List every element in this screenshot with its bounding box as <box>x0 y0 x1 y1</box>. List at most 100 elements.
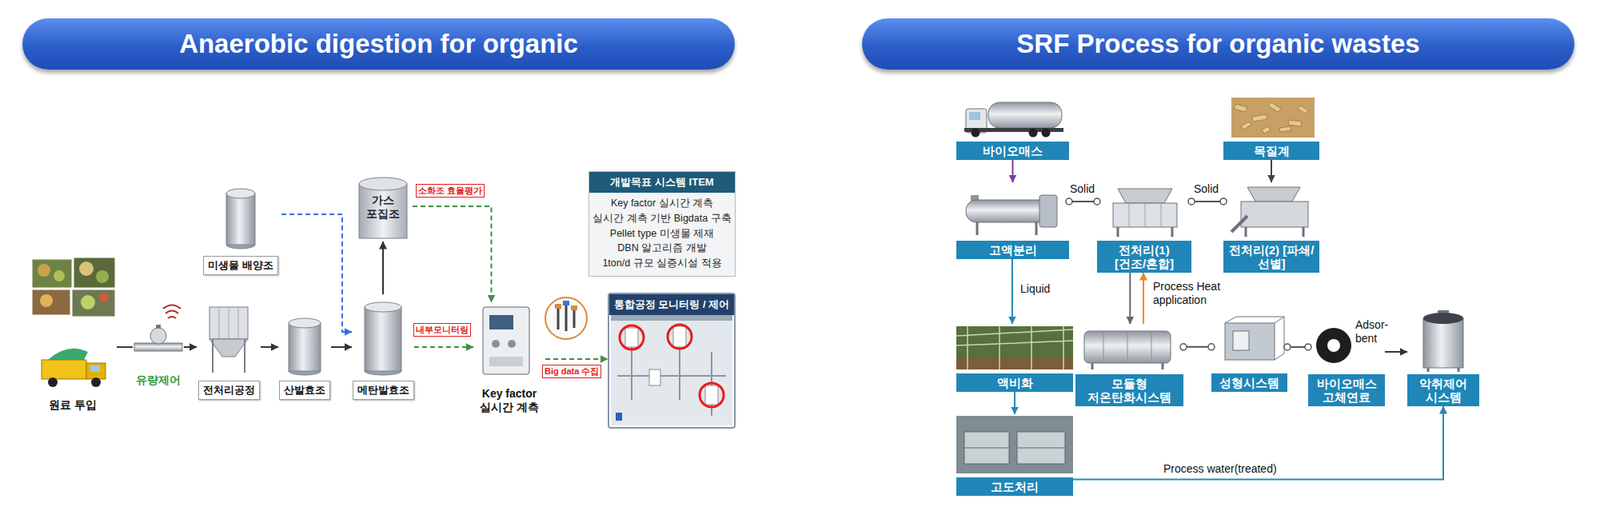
fertilizer-photo <box>956 326 1074 370</box>
sensor-unit: Key factor 실시간 계측 <box>473 302 546 415</box>
node-label: 성형시스템 <box>1211 373 1288 392</box>
monitoring-panel: 통합공정 모니터링 / 제어 <box>607 292 736 429</box>
wood-chips <box>1231 97 1315 138</box>
methane-tank-icon <box>364 302 402 376</box>
pretreatment-equipment <box>209 307 248 340</box>
carbonizer-kiln <box>1084 331 1171 364</box>
pellet-press <box>1224 316 1285 360</box>
edge-label: 내부모니터링 <box>413 323 471 337</box>
edge-label: Adsor- bent <box>1355 318 1399 346</box>
monitoring-screen <box>705 385 719 405</box>
connector <box>1069 200 1098 203</box>
connector-dot <box>1208 343 1215 351</box>
flow-meter-icon <box>163 305 181 320</box>
node-label: 통합공정 모니터링 / 제어 <box>609 294 735 316</box>
collection-truck <box>91 377 101 388</box>
monitoring-screen <box>619 325 644 350</box>
food-waste-photos <box>37 263 51 277</box>
list-item: 1ton/d 규모 실증시설 적용 <box>602 255 722 272</box>
connector-dot <box>1093 198 1101 205</box>
list-item: Key factor 실시간 계측 <box>610 195 714 212</box>
connector-dot <box>1188 198 1195 205</box>
feedstock-input: 원료 투입 <box>28 255 117 412</box>
node-label: 악취제어 시스템 <box>1407 374 1480 407</box>
connector <box>545 358 608 360</box>
pretreatment-equipment <box>209 307 248 373</box>
sensor-probes <box>545 297 587 340</box>
monitoring-screen <box>699 383 724 407</box>
node-label: 메탄발효조 <box>352 380 415 400</box>
edge-label: Solid <box>1069 182 1095 196</box>
separator-machine <box>1039 195 1058 228</box>
connector <box>281 214 352 332</box>
node-label: 고도처리 <box>956 477 1074 496</box>
pretreatment-unit: 전처리공정 <box>196 297 261 400</box>
shredder <box>1245 227 1304 237</box>
connector <box>116 346 133 348</box>
dryer-mixer <box>1113 203 1178 228</box>
monitoring-screen <box>610 315 733 426</box>
acid-fermenter: 산발효조 <box>278 311 332 400</box>
pretreatment-2: 전처리(2) [파쇄/선별] <box>1223 182 1320 273</box>
pelletizer: 성형시스템 <box>1211 315 1288 392</box>
node-label: Anaerobic digestion for organic <box>179 28 579 60</box>
food-waste-photos <box>79 261 94 276</box>
monitoring-screen <box>610 315 733 426</box>
shredder <box>1231 187 1309 237</box>
gas-holder-icon <box>359 183 407 239</box>
wood-chips <box>1233 102 1309 134</box>
node-label: 유량제어 <box>135 373 181 388</box>
node-label: 가스 포집조 <box>366 193 400 221</box>
sensor-probes <box>562 300 570 306</box>
gas-holder: 가스 포집조 <box>353 171 413 242</box>
node-label: 고액분리 <box>956 240 1070 260</box>
dryer-mixer <box>1117 188 1173 204</box>
node-label: 개발목표 시스템 ITEM <box>589 171 735 193</box>
separator-machine <box>965 195 1058 236</box>
node-label: 목질계 <box>1223 141 1320 160</box>
node-label: 바이오매스 고체연료 <box>1308 374 1385 407</box>
separator-machine <box>977 222 1037 236</box>
wood-chips <box>1231 97 1315 138</box>
treatment-photo <box>956 415 1074 474</box>
sensor-probes <box>554 303 562 309</box>
node-label: 모듈형 저온탄화시스템 <box>1075 374 1184 407</box>
node-label: 전처리(2) [파쇄/선별] <box>1223 240 1320 274</box>
shredder <box>1240 201 1309 228</box>
sensor-probes <box>570 305 578 311</box>
fertilizer-photo <box>956 356 1074 370</box>
culture-tank-icon <box>226 193 256 245</box>
acid-tank-icon <box>288 318 321 376</box>
title-bar: Anaerobic digestion for organic <box>22 18 735 70</box>
pretreatment-equipment <box>219 307 239 340</box>
carbonizer-kiln <box>1103 331 1152 364</box>
dryer-mixer <box>1129 203 1162 228</box>
gas-holder-icon <box>359 177 407 191</box>
tanker-truck <box>971 128 981 138</box>
connector <box>331 346 352 348</box>
title-bar: SRF Process for organic wastes <box>861 18 1575 70</box>
collection-truck <box>47 377 58 388</box>
list-item: 실시간 계측 기반 Bigdata 구축 <box>592 211 731 227</box>
food-waste-photos <box>31 289 71 316</box>
connector-dot <box>1180 343 1187 351</box>
food-waste-photos <box>31 259 72 288</box>
odor-tank <box>1428 367 1459 372</box>
connector-dot <box>1284 343 1291 351</box>
connector <box>1142 272 1145 324</box>
separator-machine <box>965 199 1051 223</box>
pellet-press <box>1232 331 1249 351</box>
connector <box>1384 351 1408 353</box>
methane-tank-icon <box>364 307 402 372</box>
connector <box>1191 200 1224 203</box>
carbonizer-kiln <box>1092 363 1163 370</box>
separator: 고액분리 <box>956 182 1070 260</box>
sensor-probes <box>545 297 587 340</box>
advanced-treatment: 고도처리 <box>956 414 1074 496</box>
odor-tank <box>1423 312 1464 324</box>
odor-tank <box>1423 310 1464 372</box>
edge-label: Process water(treated) <box>1163 462 1277 476</box>
edge-label: Solid <box>1193 182 1219 196</box>
